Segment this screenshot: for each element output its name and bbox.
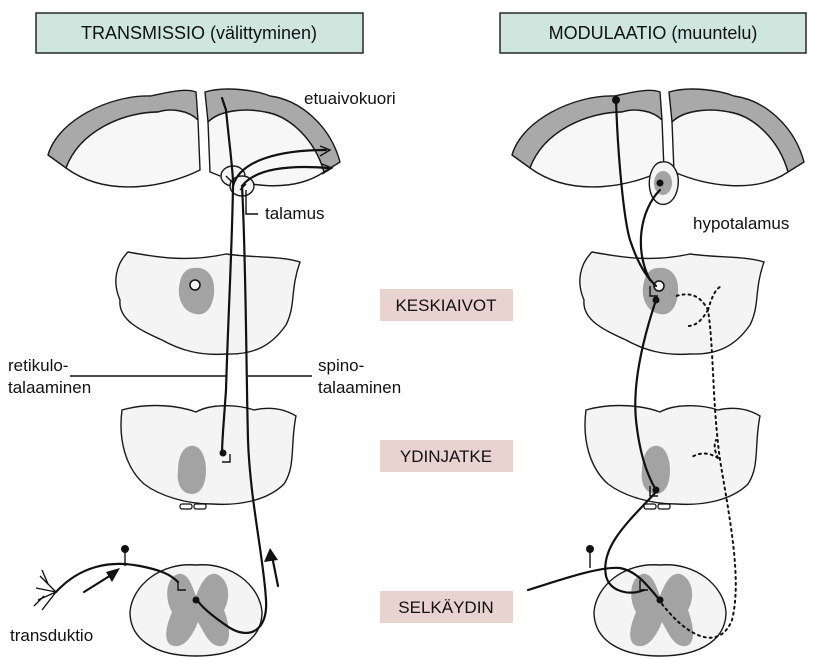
left-midbrain xyxy=(116,252,300,354)
header-transmission-text: TRANSMISSIO (välittyminen) xyxy=(81,23,317,43)
left-spinal-synapse xyxy=(193,597,200,604)
label-thalamus: talamus xyxy=(265,204,325,223)
label-transduction: transduktio xyxy=(10,626,93,645)
header-modulation: MODULAATIO (muuntelu) xyxy=(500,13,806,53)
left-cortex xyxy=(48,89,340,187)
right-hypothalamus-neuron xyxy=(657,180,664,187)
label-spino-line1: spino- xyxy=(318,356,364,375)
right-medulla-neuron xyxy=(653,487,660,494)
left-medulla-synapse xyxy=(220,450,227,457)
level-midbrain: KESKIAIVOT xyxy=(380,289,513,321)
level-medulla: YDINJATKE xyxy=(380,440,513,472)
level-spinal-cord-text: SELKÄYDIN xyxy=(398,598,493,617)
label-reticulo-line2: talaaminen xyxy=(8,378,91,397)
right-medulla-pyramid-a xyxy=(644,504,656,509)
right-medulla-pyramid-b xyxy=(658,504,670,509)
left-medulla xyxy=(121,406,296,509)
right-pag-neuron xyxy=(653,297,660,304)
level-medulla-text: YDINJATKE xyxy=(400,447,492,466)
level-spinal-cord: SELKÄYDIN xyxy=(380,591,513,623)
left-medulla-grey xyxy=(178,446,206,494)
right-dorsal-root-ganglion xyxy=(586,545,594,553)
label-spino-line2: talaaminen xyxy=(318,378,401,397)
left-receptor-endings-icon xyxy=(34,570,56,610)
right-medulla xyxy=(585,406,760,509)
right-midbrain xyxy=(580,252,764,354)
header-modulation-text: MODULAATIO (muuntelu) xyxy=(549,23,758,43)
left-medulla-section xyxy=(121,406,296,505)
left-medulla-pyramid-a xyxy=(180,504,192,509)
header-transmission: TRANSMISSIO (välittyminen) xyxy=(36,13,363,53)
label-cortex: etuaivokuori xyxy=(304,89,396,108)
right-spinal-neuron xyxy=(657,597,664,604)
left-midbrain-aqueduct xyxy=(190,280,200,290)
left-spinal-cord xyxy=(130,565,262,656)
right-cortex-neuron xyxy=(612,96,620,104)
right-medulla-section xyxy=(585,406,760,505)
left-dorsal-root-ganglion xyxy=(121,545,129,553)
level-midbrain-text: KESKIAIVOT xyxy=(395,296,496,315)
right-spinal-cord xyxy=(594,565,726,656)
label-reticulo-line1: retikulo- xyxy=(8,356,68,375)
ascending-arrow-icon xyxy=(264,548,278,562)
left-medulla-pyramid-b xyxy=(194,504,206,509)
label-hypothalamus: hypotalamus xyxy=(693,214,789,233)
input-arrow-icon xyxy=(106,568,120,582)
